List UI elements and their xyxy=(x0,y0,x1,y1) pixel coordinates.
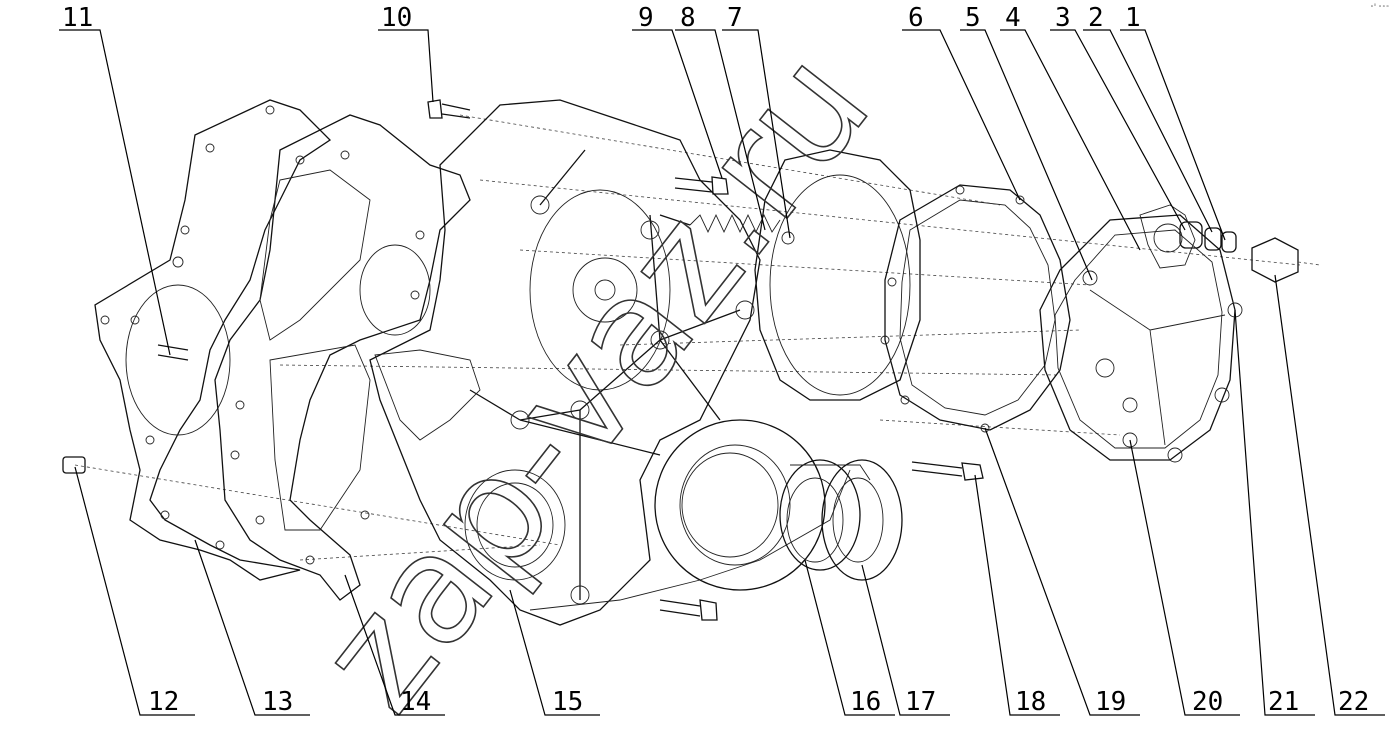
part-17-seal-ring xyxy=(821,459,903,581)
part-14-gasket xyxy=(214,114,471,601)
watermark: zap-vaz.ru xyxy=(286,21,903,734)
part-6-gasket-ring xyxy=(880,184,1071,433)
callout-6: 6 xyxy=(908,3,924,33)
lower-cover-bolt xyxy=(659,599,718,621)
callout-20: 20 xyxy=(1192,687,1223,717)
seal-housing xyxy=(654,419,826,591)
inner-cover-disk xyxy=(754,149,921,401)
callout-17: 17 xyxy=(905,687,936,717)
callout-22: 22 xyxy=(1338,687,1369,717)
callout-11: 11 xyxy=(62,3,93,33)
part-16-hub xyxy=(779,459,871,571)
part-22-cap-nut xyxy=(1251,237,1321,283)
callout-10: 10 xyxy=(381,3,412,33)
parts-7-8-spring-studs xyxy=(659,213,795,245)
callout-3: 3 xyxy=(1055,3,1071,33)
parts-1-2-3-fittings xyxy=(1179,221,1237,253)
callout-4: 4 xyxy=(1005,3,1021,33)
callout-7: 7 xyxy=(727,3,743,33)
callout-leaders xyxy=(59,29,1385,716)
part-20-end-cover xyxy=(1039,204,1243,463)
callout-21: 21 xyxy=(1268,687,1299,717)
part-10-bolt xyxy=(427,99,471,119)
callout-8: 8 xyxy=(680,3,696,33)
corner-mark: ∘⁰ ∘∘∘ xyxy=(1370,3,1389,10)
part-13-rear-plate xyxy=(94,99,332,581)
callout-15: 15 xyxy=(552,687,583,717)
callout-18: 18 xyxy=(1015,687,1046,717)
part-9-bolt xyxy=(674,176,729,195)
callout-2: 2 xyxy=(1088,3,1104,33)
part-12-bolt xyxy=(62,456,86,474)
part-11-stud xyxy=(157,256,189,361)
callout-14: 14 xyxy=(400,687,431,717)
callout-13: 13 xyxy=(262,687,293,717)
callout-labels: 11 10 9 8 7 6 5 4 3 2 1 12 13 14 15 16 1… xyxy=(62,3,1369,717)
part-18-bolt xyxy=(911,461,984,481)
callout-1: 1 xyxy=(1125,3,1141,33)
callout-5: 5 xyxy=(965,3,981,33)
callout-12: 12 xyxy=(148,687,179,717)
callout-9: 9 xyxy=(638,3,654,33)
callout-16: 16 xyxy=(850,687,881,717)
callout-19: 19 xyxy=(1095,687,1126,717)
